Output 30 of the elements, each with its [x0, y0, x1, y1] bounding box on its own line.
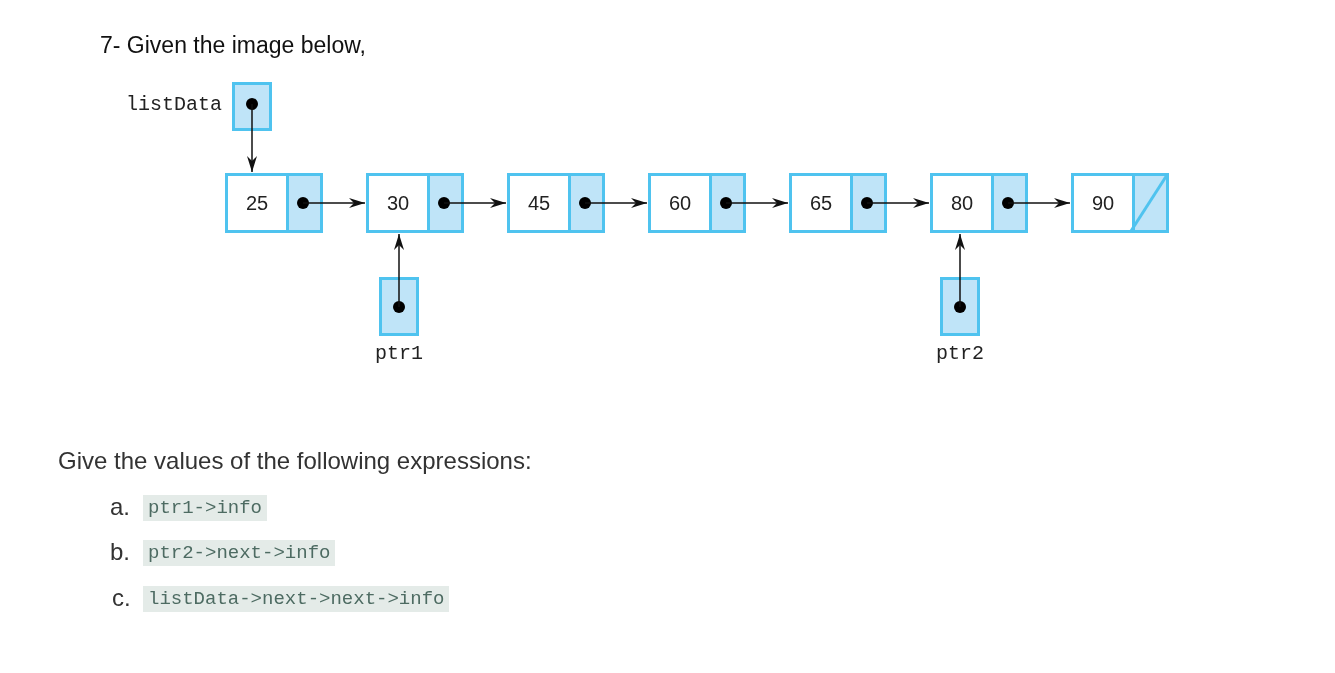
list-marker: c.	[112, 584, 131, 612]
pointer-arrow	[463, 198, 507, 208]
pointer-box	[379, 277, 419, 336]
pointer-arrow	[322, 198, 366, 208]
list-node: 65	[789, 173, 887, 233]
pointer-arrow	[886, 198, 930, 208]
code-expression: ptr2->next->info	[143, 540, 336, 566]
code-expression: listData->next->next->info	[143, 586, 450, 612]
variable-name: ptr1	[375, 342, 423, 365]
pointer-arrow	[394, 233, 404, 278]
list-marker: a.	[110, 493, 130, 521]
list-node: 45	[507, 173, 605, 233]
pointer-arrow	[247, 130, 257, 173]
list-node: 30	[366, 173, 464, 233]
list-node: 90	[1071, 173, 1169, 233]
question-text: Give the values of the following expressions:	[58, 447, 532, 475]
list-node: 60	[648, 173, 746, 233]
list-node: 25	[225, 173, 323, 233]
question-title: 7- Given the image below,	[100, 32, 366, 59]
pointer-box	[232, 82, 272, 131]
variable-name: ptr2	[936, 342, 984, 365]
pointer-arrow	[955, 233, 965, 278]
list-node: 80	[930, 173, 1028, 233]
pointer-arrow	[745, 198, 789, 208]
list-marker: b.	[110, 538, 130, 566]
pointer-arrow	[1027, 198, 1071, 208]
pointer-box	[940, 277, 980, 336]
variable-name: listData	[126, 93, 222, 116]
pointer-arrow	[604, 198, 648, 208]
code-expression: ptr1->info	[143, 495, 268, 521]
